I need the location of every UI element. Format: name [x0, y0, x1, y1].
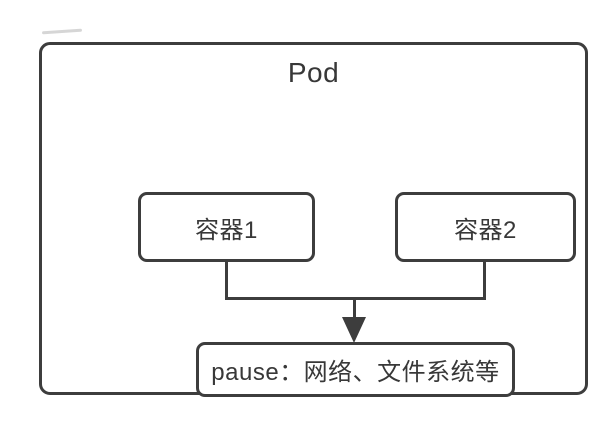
connector-merge-line: [225, 297, 486, 300]
arrowhead-down-icon: [342, 317, 366, 343]
connector-container2-drop: [483, 260, 486, 300]
pod-box: Pod 容器1 容器2 pause：网络、文件系统等: [39, 42, 588, 397]
pod-label: Pod: [287, 57, 340, 88]
pause-label: pause：网络、文件系统等: [211, 359, 500, 386]
smudge-artifact: [41, 28, 83, 35]
container1-label: 容器1: [195, 216, 258, 244]
connector-container1-drop: [225, 260, 228, 300]
container1-box: 容器1: [138, 192, 315, 262]
container2-label: 容器2: [454, 216, 517, 244]
connector-arrow-shaft: [353, 299, 356, 319]
pause-box: pause：网络、文件系统等: [196, 342, 515, 397]
container2-box: 容器2: [395, 192, 576, 262]
